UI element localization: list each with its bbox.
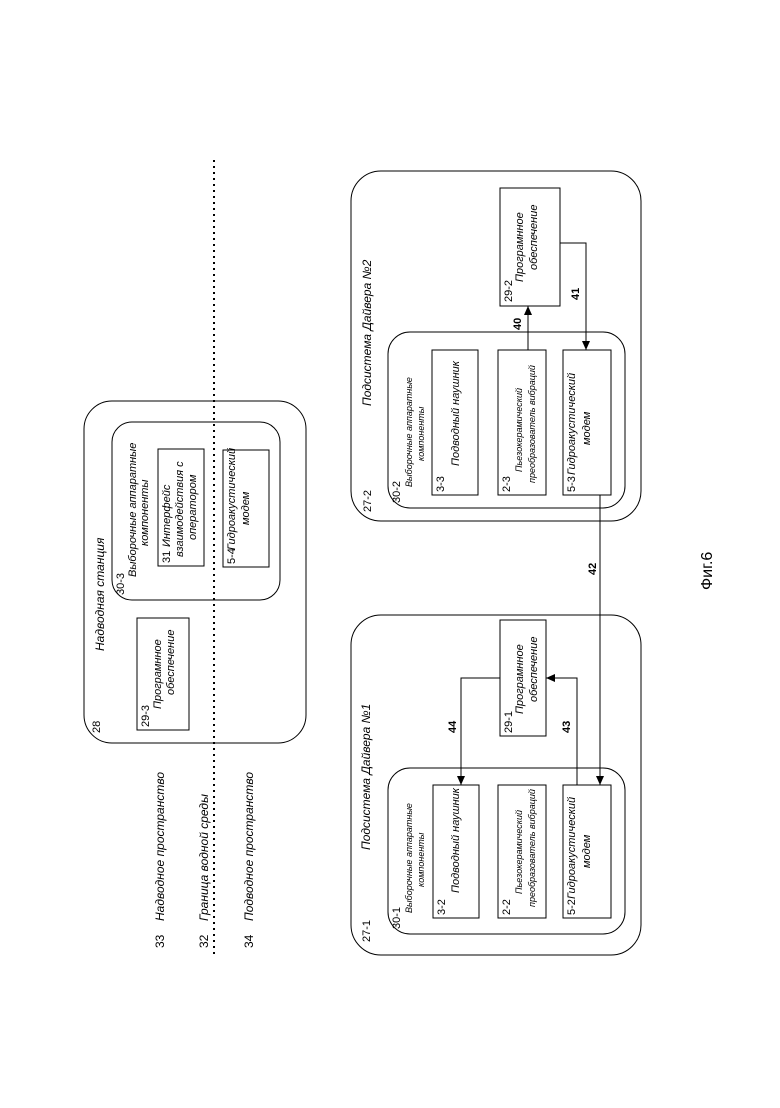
modem-5-3-line1: Гидроакустический — [566, 373, 578, 475]
headphone-3-3-num: 3-3 — [435, 476, 447, 492]
legend-underwater-num: 34 — [242, 934, 256, 948]
modem-5-2-line1: Гидроакустический — [566, 797, 578, 899]
piezo-2-2-num: 2-2 — [501, 899, 513, 915]
diver2-title: Подсистема Дайвера №2 — [360, 259, 374, 406]
piezo-2-2-line1: Пьезокерамический — [514, 810, 524, 894]
hardware-30-2-title1: Выборочные аппаратные — [404, 377, 414, 487]
modem-5-3-num: 5-3 — [566, 476, 578, 492]
software-29-2-line2: обеспечение — [528, 205, 540, 270]
operator-interface-line1: Интерфейс — [161, 484, 173, 547]
operator-interface-num: 31 — [161, 551, 173, 563]
surface-station-title: Надводная станция — [93, 537, 107, 651]
software-29-1-line2: обеспечение — [528, 637, 540, 702]
piezo-2-3-num: 2-3 — [501, 476, 513, 492]
hardware-30-2-title2: компоненты — [416, 406, 426, 461]
hardware-30-1-title2: компоненты — [416, 832, 426, 887]
legend-underwater-label: Подводное пространство — [242, 772, 256, 921]
modem-5-2-line2: модем — [581, 834, 593, 868]
hardware-30-1-num: 30-1 — [391, 907, 403, 929]
arrow-40-label: 40 — [512, 318, 524, 330]
headphone-3-3-line1: Подводный наушник — [450, 360, 462, 466]
legend-boundary-label: Граница водной среды — [197, 794, 211, 921]
modem-5-4-line2: модем — [240, 491, 252, 525]
diver2-num: 27-2 — [362, 490, 374, 512]
hardware-30-1-title1: Выборочные аппаратные — [404, 803, 414, 913]
diver1-title: Подсистема Дайвера №1 — [359, 704, 373, 850]
operator-interface-line3: оператором — [187, 474, 199, 540]
piezo-2-2-line2: преобразователь вибраций — [527, 789, 537, 907]
figure-caption: Фиг.6 — [699, 552, 716, 590]
arrow-44 — [461, 678, 500, 785]
software-29-3-line1: Програмнное — [152, 639, 164, 709]
software-29-2-line1: Програмнное — [514, 212, 526, 282]
modem-5-2-num: 5-2 — [566, 899, 578, 915]
software-29-1-line1: Програмнное — [514, 644, 526, 714]
modem-5-4-line1: Гидроакустический — [226, 448, 238, 550]
legend-above-water-label: Надводное пространство — [153, 772, 167, 921]
piezo-2-3-line2: преобразователь вибраций — [527, 365, 537, 483]
arrow-41-label: 41 — [570, 288, 582, 300]
diver1-num: 27-1 — [361, 920, 373, 942]
piezo-2-3-line1: Пьезокерамический — [514, 388, 524, 472]
arrow-42-label: 42 — [587, 563, 599, 575]
modem-5-3-line2: модем — [581, 411, 593, 445]
legend-boundary-num: 32 — [197, 934, 211, 948]
hardware-30-3-num: 30-3 — [115, 573, 127, 595]
arrow-44-label: 44 — [447, 720, 459, 733]
hardware-30-3-title1: Выборочные аппаратные — [127, 443, 139, 577]
headphone-3-2-line1: Подводный наушник — [450, 787, 462, 893]
software-29-2-num: 29-2 — [503, 280, 515, 302]
operator-interface-line2: взаимодействия с — [174, 461, 186, 557]
legend-above-water-num: 33 — [153, 934, 167, 948]
hardware-30-3-title2: компоненты — [139, 479, 151, 546]
arrow-43-label: 43 — [561, 721, 573, 733]
hardware-30-2-num: 30-2 — [391, 481, 403, 503]
software-29-3-num: 29-3 — [140, 705, 152, 727]
surface-station-num: 28 — [91, 721, 103, 733]
software-29-3-line2: обеспечение — [165, 630, 177, 695]
headphone-3-2-num: 3-2 — [436, 899, 448, 915]
